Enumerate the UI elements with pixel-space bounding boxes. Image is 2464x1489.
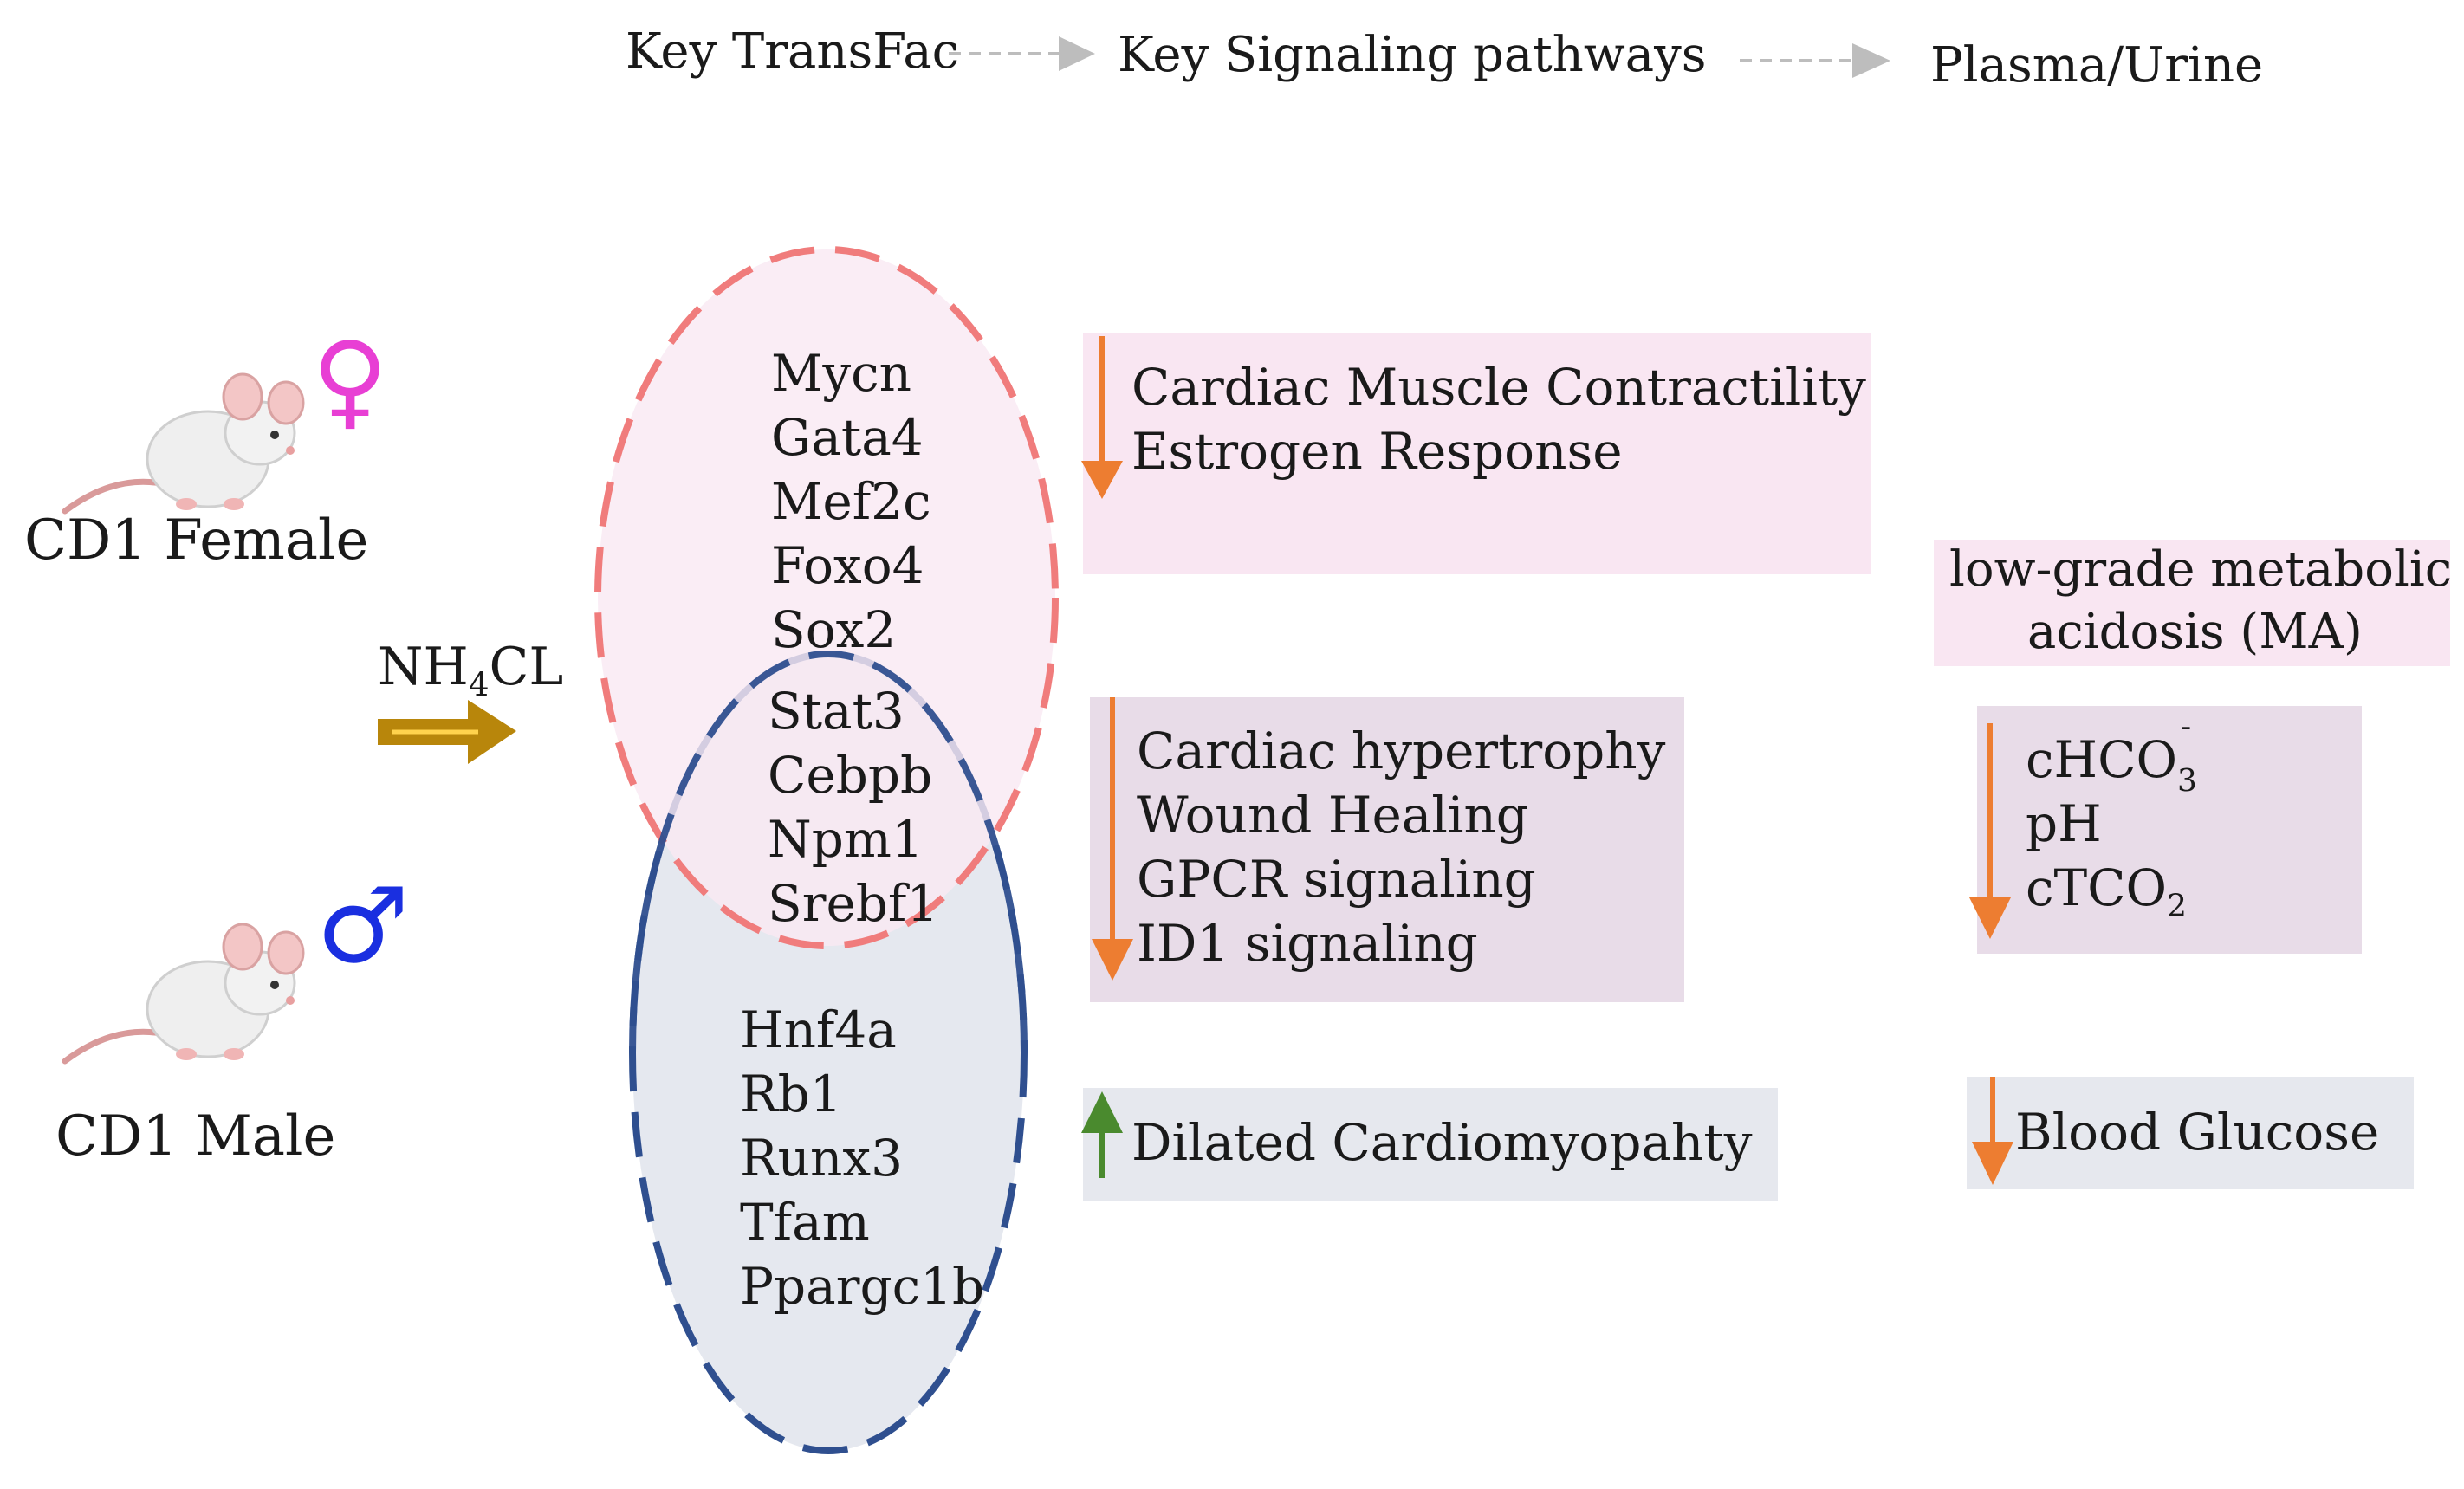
pathway-gpcr-signaling: GPCR signaling bbox=[1137, 850, 1536, 909]
female-ellipse bbox=[594, 246, 1059, 949]
plasma-chco3-main: cHCO bbox=[2026, 730, 2177, 789]
pathway-wound-healing: Wound Healing bbox=[1137, 786, 1528, 845]
gene-npm1: Npm1 bbox=[768, 810, 924, 869]
gene-hnf4a: Hnf4a bbox=[740, 1000, 897, 1059]
pathway-dilated-cardiomyopathy: Dilated Cardiomyopahty bbox=[1131, 1113, 1753, 1172]
plasma-ctco2-main: cTCO bbox=[2026, 858, 2168, 917]
plasma-male-box bbox=[1967, 1077, 2414, 1189]
gene-srebf1: Srebf1 bbox=[768, 874, 939, 933]
gene-cebpb: Cebpb bbox=[768, 746, 933, 805]
plasma-female-box bbox=[1934, 540, 2450, 666]
treatment-suffix: CL bbox=[489, 637, 564, 697]
female-symbol-icon: ♀ bbox=[312, 320, 388, 441]
gene-mycn: Mycn bbox=[771, 344, 911, 403]
plasma-male-down-arrow-icon bbox=[1972, 1077, 2013, 1185]
plasma-ph: pH bbox=[2026, 794, 2102, 853]
shared-pathway-box bbox=[1090, 697, 1684, 1002]
treatment-label: NH4CL bbox=[378, 641, 563, 701]
legend-key-transfac: Key TransFac bbox=[626, 23, 960, 80]
plasma-blood-glucose: Blood Glucose bbox=[2015, 1103, 2380, 1162]
male-label: CD1 Male bbox=[55, 1104, 336, 1169]
legend-key-signaling: Key Signaling pathways bbox=[1118, 27, 1707, 83]
gene-tfam: Tfam bbox=[740, 1193, 870, 1252]
legend-plasma-urine: Plasma/Urine bbox=[1930, 37, 2264, 94]
pathway-cardiac-muscle-contractility: Cardiac Muscle Contractility bbox=[1131, 358, 1866, 417]
plasma-ctco2: cTCO2 bbox=[2026, 863, 2187, 923]
male-mouse-icon bbox=[62, 923, 305, 1065]
plasma-chco3-sup: - bbox=[2181, 709, 2192, 744]
shared-pathway-down-arrow-icon bbox=[1092, 697, 1133, 981]
pathway-estrogen-response: Estrogen Response bbox=[1131, 422, 1623, 481]
male-ellipse-top-arc bbox=[629, 651, 1028, 1053]
gene-mef2c: Mef2c bbox=[771, 472, 931, 531]
gene-foxo4: Foxo4 bbox=[771, 536, 924, 595]
male-symbol-icon: ♂ bbox=[316, 866, 410, 987]
female-label: CD1 Female bbox=[24, 508, 369, 573]
pathway-id1-signaling: ID1 signaling bbox=[1137, 914, 1478, 973]
gene-stat3: Stat3 bbox=[768, 682, 905, 741]
gene-sox2: Sox2 bbox=[771, 600, 897, 659]
gene-gata4: Gata4 bbox=[771, 408, 924, 467]
female-pathway-down-arrow-icon bbox=[1081, 336, 1123, 499]
male-pathway-up-arrow-icon bbox=[1081, 1091, 1123, 1178]
female-mouse-icon bbox=[62, 372, 305, 515]
plasma-chco3: cHCO3 - bbox=[2026, 711, 2197, 797]
pathway-cardiac-hypertrophy: Cardiac hypertrophy bbox=[1137, 722, 1666, 780]
plasma-shared-box bbox=[1977, 706, 2362, 954]
treatment-main: NH bbox=[378, 637, 469, 697]
plasma-ctco2-sub: 2 bbox=[2167, 888, 2187, 924]
treatment-arrow-icon bbox=[378, 700, 516, 764]
plasma-chco3-sub: 3 bbox=[2177, 763, 2197, 799]
gene-rb1: Rb1 bbox=[740, 1065, 842, 1123]
gene-runx3: Runx3 bbox=[740, 1129, 903, 1188]
gene-ppargc1b: Ppargc1b bbox=[740, 1257, 985, 1316]
plasma-shared-down-arrow-icon bbox=[1969, 723, 2011, 939]
plasma-ma-line2: acidosis (MA) bbox=[2027, 604, 2363, 660]
female-pathway-box bbox=[1083, 333, 1871, 574]
plasma-ma-line1: low-grade metabolic bbox=[1949, 541, 2453, 598]
male-pathway-box bbox=[1083, 1088, 1778, 1201]
treatment-subscript: 4 bbox=[468, 665, 490, 703]
